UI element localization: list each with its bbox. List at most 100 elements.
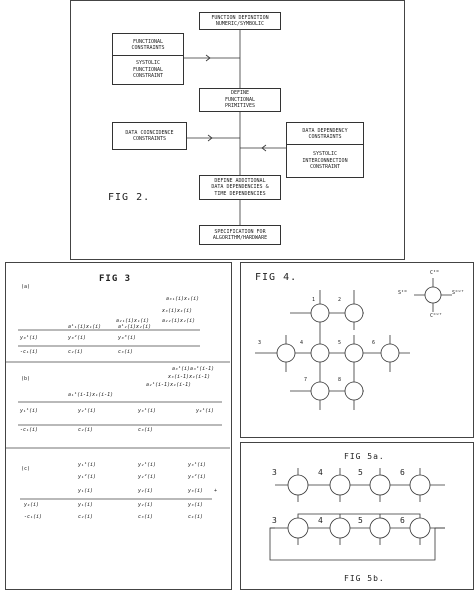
- fig2-title: FIG 2.: [108, 192, 151, 203]
- fig2-systolic-interconnection-line2: INTERCONNECTION: [302, 157, 348, 164]
- fig3b-term-3: a₂¹(i-1)x₄(i-1): [146, 382, 192, 388]
- fig4-legend-sout: Sᴼᵁᵀ: [452, 290, 465, 296]
- fig5b-label-3: 3: [272, 516, 277, 525]
- fig2-data-coincidence-line2: CONSTRAINTS: [132, 136, 167, 142]
- fig2-systolic-interconnection-line3: CONSTRAINT: [309, 164, 341, 171]
- fig5b-node-4: [329, 517, 351, 539]
- fig3a-row1-2: a¹₂(i)x₂(i): [118, 324, 152, 330]
- fig5b-node-3: [287, 517, 309, 539]
- fig2-data-dependency-line1: DATA DEPENDENCY: [302, 127, 348, 134]
- fig5a-label-4: 4: [318, 468, 323, 477]
- fig5b-label-5: 5: [358, 516, 363, 525]
- fig4-legend-node: [424, 286, 442, 304]
- fig4-label-2: 2: [338, 297, 342, 303]
- fig5a-label-3: 3: [272, 468, 277, 477]
- fig3b-row3-2: c₂(i): [78, 427, 94, 433]
- fig2-arrowhead-dependency: [261, 144, 267, 152]
- fig5a-label-5: 5: [358, 468, 363, 477]
- fig3b-term-4: a₁¹(i-1)x₁(i-1): [68, 392, 114, 398]
- fig2-data-coincidence-box: DATA COINCIDENCE CONSTRAINTS: [112, 122, 187, 150]
- fig4-node-4: [310, 343, 330, 363]
- fig5b-node-5: [369, 517, 391, 539]
- fig3b-term-2: x₃(i-1)x₄(i-1): [168, 374, 211, 380]
- fig5a-node-3: [287, 474, 309, 496]
- fig3c-r5-3: c₃(i): [138, 514, 154, 520]
- fig2-systolic-functional-line1: SYSTOLIC: [135, 60, 161, 67]
- fig4-label-5: 5: [338, 340, 342, 346]
- fig3c-r3-2: y₂(i): [138, 488, 154, 494]
- fig3a-row2-3: y₀³(i): [118, 335, 137, 341]
- fig4-legend-cin: Cᴵᴺ: [430, 270, 440, 276]
- fig2-systolic-interconnection-box: SYSTOLIC INTERCONNECTION CONSTRAINT: [286, 144, 364, 178]
- fig3c-r4-2: y₁(i): [78, 502, 94, 508]
- fig3c-r5-1: -c₁(i): [24, 514, 43, 520]
- fig4-node-2: [344, 303, 364, 323]
- fig3a-row3-1: -c₁(i): [20, 349, 39, 355]
- fig3a-label: (a): [21, 284, 31, 290]
- fig3c-r1-1: y₁¹(i): [78, 462, 97, 468]
- fig4-label-1: 1: [312, 297, 316, 303]
- fig3c-label: (c): [21, 466, 31, 472]
- fig2-define-primitives-line1: DEFINE: [230, 90, 250, 97]
- fig3c-r4-3: y₂(i): [138, 502, 154, 508]
- fig4-node-3: [276, 343, 296, 363]
- fig2-systolic-functional-line2: FUNCTIONAL: [132, 66, 164, 73]
- fig3c-r2-1: y₁²(i): [78, 474, 97, 480]
- fig3b-row3-3: c₃(i): [138, 427, 154, 433]
- fig2-data-coincidence-line1: DATA COINCIDENCE: [125, 129, 174, 136]
- fig3a-row1-1: a¹₁(i)x₁(i): [68, 324, 102, 330]
- fig2-define-additional-box: DEFINE ADDITIONAL DATA DEPENDENCIES & TI…: [199, 175, 281, 200]
- fig3b-row2-4: y₄¹(i): [196, 408, 215, 414]
- fig4-label-7: 7: [304, 377, 308, 383]
- fig2-data-dependency-box: DATA DEPENDENCY CONSTRAINTS: [286, 122, 364, 146]
- fig2-function-definition-box: FUNCTION DEFINITION NUMERIC/SYMBOLIC: [199, 12, 281, 30]
- fig2-specification-line2: ALGORITHM/HARDWARE: [212, 235, 268, 241]
- fig4-label-6: 6: [372, 340, 376, 346]
- fig3a-term-3: a₂₁(i)x₁(i): [116, 318, 150, 324]
- fig3a-row2-2: y₀²(i): [68, 335, 87, 341]
- fig3c-r3-1: y₁(i): [78, 488, 94, 494]
- fig3b-row2-3: y₃¹(i): [138, 408, 157, 414]
- fig2-data-dependency-line2: CONSTRAINTS: [308, 134, 342, 140]
- fig4-node-8: [344, 381, 364, 401]
- fig3b-term-1: a₃¹(i)a₃¹(i-1): [172, 366, 215, 372]
- fig2-function-definition-line2: NUMERIC/SYMBOLIC: [215, 21, 265, 27]
- fig2-systolic-interconnection-line1: SYSTOLIC: [312, 151, 338, 158]
- fig5a-node-4: [329, 474, 351, 496]
- fig4-node-5: [344, 343, 364, 363]
- fig4-legend-cout: Cᴼᵁᵀ: [430, 313, 443, 319]
- fig5a-node-6: [409, 474, 431, 496]
- fig3a-row2-1: y₀¹(i): [20, 335, 39, 341]
- fig2-functional-line1: FUNCTIONAL: [132, 38, 164, 45]
- fig2-define-primitives-line3: PRIMITIVES: [224, 103, 256, 110]
- fig3a-term-4: a₂₂(i)x₂(i): [162, 318, 196, 324]
- fig3c-r1-3: y₃¹(i): [188, 462, 207, 468]
- fig5b-label-4: 4: [318, 516, 323, 525]
- fig2-function-definition-line1: FUNCTION DEFINITION: [211, 14, 269, 21]
- fig4-node-1: [310, 303, 330, 323]
- fig2-specification-box: SPECIFICATION FOR ALGORITHM/HARDWARE: [199, 225, 281, 245]
- fig2-specification-line1: SPECIFICATION FOR: [214, 228, 266, 235]
- fig2-define-primitives-box: DEFINE FUNCTIONAL PRIMITIVES: [199, 88, 281, 112]
- fig3c-r4-1: y₄(i): [24, 502, 40, 508]
- fig2-systolic-functional-line3: CONSTRAINT: [132, 73, 164, 80]
- fig3c-r2-3: y₃²(i): [188, 474, 207, 480]
- fig3c-r2-2: y₂²(i): [138, 474, 157, 480]
- fig2-arrowhead-functional: [205, 54, 211, 62]
- fig3-title: FIG 3: [99, 274, 132, 284]
- fig4-node-6: [380, 343, 400, 363]
- fig3b-row3-1: -c₁(i): [20, 427, 39, 433]
- fig2-arrowhead-coincidence: [207, 134, 213, 142]
- fig2-functional-box: FUNCTIONAL CONSTRAINTS: [112, 33, 184, 57]
- fig3-panel: [5, 262, 232, 590]
- fig5b-title: FIG 5b.: [344, 574, 385, 583]
- fig3a-term-2: x₃(i)x₄(i): [162, 308, 193, 314]
- fig5b-label-6: 6: [400, 516, 405, 525]
- fig3c-r5-2: c₂(i): [78, 514, 94, 520]
- fig2-define-primitives-line2: FUNCTIONAL: [224, 96, 256, 103]
- fig4-label-8: 8: [338, 377, 342, 383]
- fig2-functional-line2: CONSTRAINTS: [131, 45, 165, 51]
